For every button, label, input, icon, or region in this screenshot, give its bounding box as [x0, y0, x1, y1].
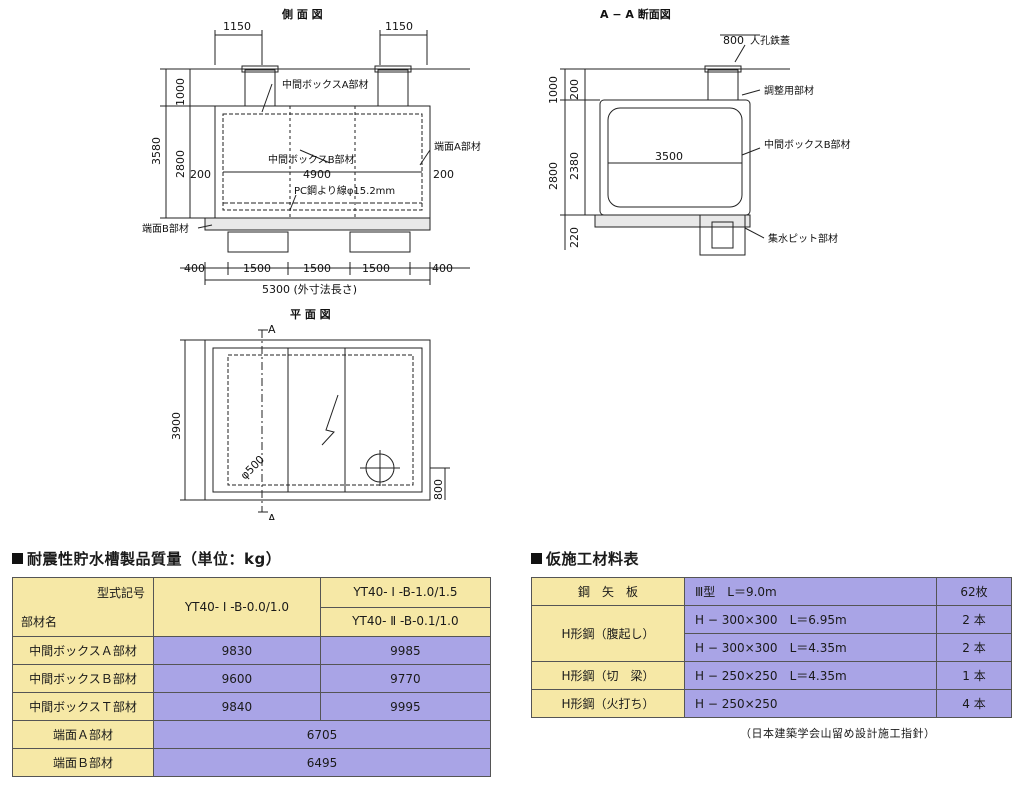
- row-value: 6705: [153, 720, 491, 749]
- label-adjust-member: 調整用部材: [764, 84, 814, 97]
- sec-dim-1000: 1000: [547, 76, 560, 104]
- label-manhole-cover: 人孔鉄蓋: [750, 34, 790, 47]
- table-row: 端面Ｂ部材 6495: [12, 748, 491, 777]
- row-spec: Ⅲ型 L＝9.0m: [684, 577, 937, 606]
- sec-dim-2380: 2380: [568, 152, 581, 180]
- table-row: 鋼 矢 板 Ⅲ型 L＝9.0m 62枚: [531, 577, 1012, 606]
- member-label: 部材名: [21, 615, 58, 629]
- row-name: 端面Ｂ部材: [12, 748, 154, 777]
- row-name: 鋼 矢 板: [531, 577, 685, 606]
- dim-1000: 1000: [174, 78, 187, 106]
- table-row: H − 300×300 L＝4.35m 2 本: [532, 633, 1012, 662]
- mass-table: 型式記号 部材名 YT40- Ⅰ -B-0.0/1.0 YT40- Ⅰ -B-1…: [12, 577, 492, 777]
- row-qty: 2 本: [936, 633, 1012, 662]
- temp-table-title: 仮施工材料表: [546, 550, 640, 568]
- source-note: （日本建築学会山留め設計施工指針）: [740, 727, 936, 740]
- side-view: [160, 30, 470, 285]
- square-bullet-icon: [531, 553, 542, 564]
- row-value: 9840: [153, 692, 321, 721]
- row-qty: 62枚: [936, 577, 1012, 606]
- row-name: 端面Ａ部材: [12, 720, 154, 749]
- dim-overall: 5300 (外寸法長さ): [262, 282, 357, 296]
- row-spec: H − 250×250 L＝4.35m: [684, 661, 937, 690]
- dim-1500-a: 1500: [243, 262, 271, 275]
- corner-header: 型式記号 部材名: [12, 577, 154, 637]
- technical-drawings: 側 面 図 1150 1150 1000 3580 2800 200 200 4…: [142, 7, 851, 520]
- row-qty: 2 本: [936, 605, 1012, 634]
- dim-1500-b: 1500: [303, 262, 331, 275]
- row-name: H形鋼（切 梁）: [531, 661, 685, 690]
- row-name: 中間ボックスＴ部材: [12, 692, 154, 721]
- table-row: H形鋼（切 梁） H − 250×250 L＝4.35m 1 本: [531, 661, 1012, 690]
- col-header-2b: YT40- Ⅱ -B-0.1/1.0: [319, 606, 492, 637]
- row-name: 中間ボックスＢ部材: [12, 664, 154, 693]
- label-end-b: 端面B部材: [142, 222, 189, 235]
- section-view: [560, 34, 790, 256]
- row-spec: H − 300×300 L＝4.35m: [684, 633, 937, 662]
- sec-dim-2800: 2800: [547, 162, 560, 190]
- temp-materials-table: 鋼 矢 板 Ⅲ型 L＝9.0m 62枚 H形鋼（腹起し） H − 300×300…: [531, 577, 1012, 718]
- section-mark-top: A: [268, 323, 276, 336]
- plan-dim-phi500: φ500: [238, 453, 267, 482]
- row-qty: 4 本: [936, 689, 1012, 718]
- table-row: H形鋼（火打ち） H − 250×250 4 本: [531, 689, 1012, 718]
- row-value: 9830: [153, 636, 321, 665]
- row-value: 9600: [153, 664, 321, 693]
- dim-4900: 4900: [303, 168, 331, 181]
- sec-dim-200: 200: [568, 79, 581, 100]
- row-spec: H − 250×250: [684, 689, 937, 718]
- sec-dim-220: 220: [568, 227, 581, 248]
- table-row: 中間ボックスＡ部材 9830 9985: [12, 636, 492, 665]
- table-row: 中間ボックスＢ部材 9600 9770: [12, 664, 492, 693]
- dim-200-right: 200: [433, 168, 454, 181]
- label-box-a: 中間ボックスA部材: [282, 78, 369, 91]
- row-spec: H − 300×300 L＝6.95m: [684, 605, 937, 634]
- temp-table-heading: 仮施工材料表: [531, 548, 639, 569]
- row-value: 9770: [319, 664, 492, 693]
- row-value: 9985: [319, 636, 492, 665]
- dim-top-left: 1150: [223, 20, 251, 33]
- plan-view-title: 平 面 図: [290, 307, 331, 321]
- mass-table-title: 耐震性貯水槽製品質量（単位：kg）: [27, 550, 282, 568]
- table-row: 中間ボックスＴ部材 9840 9995: [12, 692, 492, 721]
- row-name: H形鋼（火打ち）: [531, 689, 685, 718]
- plan-dim-3900: 3900: [170, 412, 183, 440]
- model-label: 型式記号: [96, 586, 145, 600]
- dim-400-left: 400: [184, 262, 205, 275]
- label-end-a: 端面A部材: [434, 140, 481, 153]
- col-header-1: YT40- Ⅰ -B-0.0/1.0: [153, 577, 321, 637]
- dim-1500-c: 1500: [362, 262, 390, 275]
- dim-top-right: 1150: [385, 20, 413, 33]
- row-value: 6495: [153, 748, 491, 777]
- dim-400-right: 400: [432, 262, 453, 275]
- table-row: 端面Ａ部材 6705: [12, 720, 491, 749]
- row-name: H形鋼（腹起し）: [531, 605, 685, 662]
- side-view-title: 側 面 図: [281, 7, 323, 21]
- mass-table-heading: 耐震性貯水槽製品質量（単位：kg）: [12, 548, 281, 569]
- dim-3500: 3500: [655, 150, 683, 163]
- square-bullet-icon: [12, 553, 23, 564]
- label-pc-strand: PC鋼より線φ15.2mm: [294, 184, 395, 197]
- section-mark-bottom: A: [268, 512, 276, 520]
- table-row: H形鋼（腹起し） H − 300×300 L＝6.95m 2 本: [531, 605, 1012, 662]
- col-header-2a: YT40- Ⅰ -B-1.0/1.5: [319, 577, 492, 608]
- row-name: 中間ボックスＡ部材: [12, 636, 154, 665]
- dim-200-left: 200: [190, 168, 211, 181]
- row-value: 9995: [319, 692, 492, 721]
- label-box-b: 中間ボックスB部材: [268, 153, 355, 166]
- row-qty: 1 本: [936, 661, 1012, 690]
- dim-2800: 2800: [174, 150, 187, 178]
- plan-dim-800: 800: [432, 479, 445, 500]
- section-view-title: A − A 断面図: [600, 7, 671, 21]
- label-pit-member: 集水ピット部材: [768, 232, 838, 245]
- plan-view: [180, 329, 450, 513]
- dim-3580: 3580: [150, 137, 163, 165]
- dim-800-top: 800: [723, 34, 744, 47]
- label-section-box-b: 中間ボックスB部材: [764, 138, 851, 151]
